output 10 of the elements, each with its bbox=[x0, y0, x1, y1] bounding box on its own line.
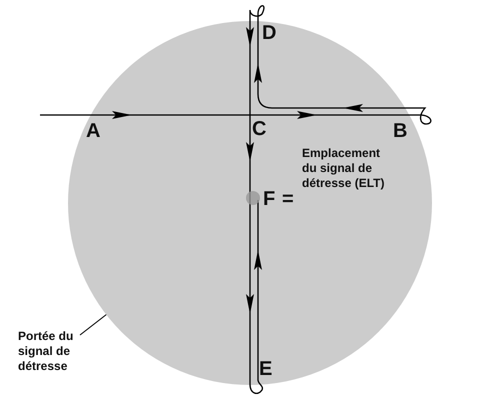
point-letter: A bbox=[86, 121, 100, 141]
point-letter: C bbox=[252, 119, 266, 139]
range-caption: Portée du signal de détresse bbox=[18, 329, 90, 374]
point-letter: B bbox=[393, 121, 408, 141]
leader-line bbox=[80, 314, 107, 336]
point-letter: E bbox=[259, 359, 272, 379]
equals-sign: = bbox=[282, 189, 294, 209]
point-letter: F bbox=[263, 189, 276, 209]
beacon-description: Emplacement du signal de détresse (ELT) bbox=[302, 146, 386, 191]
point-letter: D bbox=[262, 23, 276, 43]
